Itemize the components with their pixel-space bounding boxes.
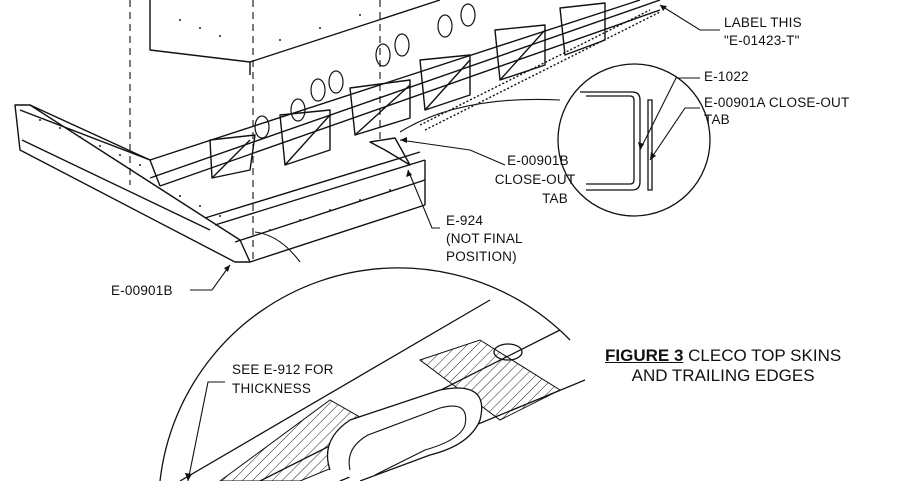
- label-note-line1: LABEL THIS: [724, 15, 802, 30]
- wing-assembly: [14, 0, 661, 263]
- slot-cutout: [326, 387, 483, 481]
- callout-e00901a-line1: E-00901A CLOSE-OUT: [704, 95, 850, 110]
- leader-arrowheads: [185, 5, 667, 481]
- lightening-holes: [254, 3, 476, 139]
- callout-e00901b: E-00901B: [111, 283, 173, 298]
- hidden-lines: [129, 0, 381, 262]
- callout-e00901b-tab-line2: CLOSE-OUT: [494, 172, 576, 187]
- figure-title-line2: AND TRAILING EDGES: [631, 366, 815, 385]
- slot-inner: [348, 405, 467, 476]
- detail-circle-closeout: [557, 63, 711, 217]
- callout-e924-line2: (NOT FINAL: [446, 231, 523, 246]
- leader-lines: [187, 4, 720, 481]
- callout-e00901b-tab-line1: E-00901B: [507, 153, 569, 168]
- figure-caption: FIGURE 3 CLECO TOP SKINS AND TRAILING ED…: [605, 346, 841, 386]
- callout-e924-line3: POSITION): [446, 249, 517, 264]
- callout-see-e912-line2: THICKNESS: [232, 381, 312, 396]
- figure-caption-line1: FIGURE 3 CLECO TOP SKINS: [605, 346, 841, 366]
- rivet-dots: [39, 14, 391, 231]
- figure-number: FIGURE 3: [605, 346, 684, 365]
- callout-e00901b-tab-line3: TAB: [542, 191, 568, 206]
- callout-see-e912-line1: SEE E-912 FOR: [232, 362, 334, 377]
- callout-e1022: E-1022: [704, 69, 749, 84]
- callout-e00901a-line2: TAB: [704, 112, 730, 127]
- label-note-line2: "E-01423-T": [724, 33, 800, 48]
- callout-e924-line1: E-924: [446, 213, 484, 228]
- figure-title-line1: CLECO TOP SKINS: [683, 346, 842, 365]
